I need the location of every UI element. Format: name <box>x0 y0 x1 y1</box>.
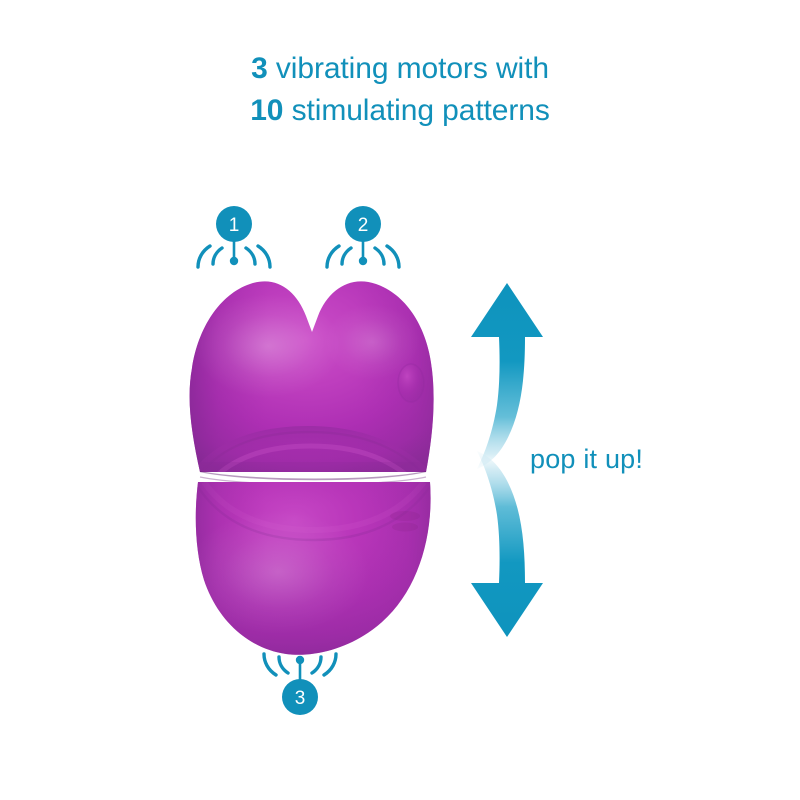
brand-emboss <box>390 511 420 532</box>
motion-indicator <box>455 275 715 645</box>
callout-badge-circle[interactable] <box>345 206 381 242</box>
page-title: 3 vibrating motors with 10 stimulating p… <box>0 48 800 132</box>
headline-number-motors: 3 <box>251 52 268 85</box>
arrow-up-icon <box>471 283 543 469</box>
product-upper-half <box>189 281 434 481</box>
callout-badge-label: 1 <box>229 215 240 236</box>
headline-text-motors: vibrating motors with <box>267 52 549 85</box>
headline-number-patterns: 10 <box>250 94 284 127</box>
product-image <box>100 250 500 680</box>
headline-text-patterns: stimulating patterns <box>283 94 550 127</box>
power-button <box>398 364 424 402</box>
product-illustration <box>189 281 434 655</box>
callout-badge-circle[interactable] <box>216 206 252 242</box>
callout-badge-label: 2 <box>358 215 369 236</box>
headline-line-1: 3 vibrating motors with <box>0 48 800 90</box>
arrow-down-icon <box>471 451 543 637</box>
callout-badge-label: 3 <box>295 688 306 709</box>
pop-it-up-label: pop it up! <box>530 444 644 474</box>
callout-badge-circle[interactable] <box>282 679 318 715</box>
headline-line-2: 10 stimulating patterns <box>0 90 800 132</box>
